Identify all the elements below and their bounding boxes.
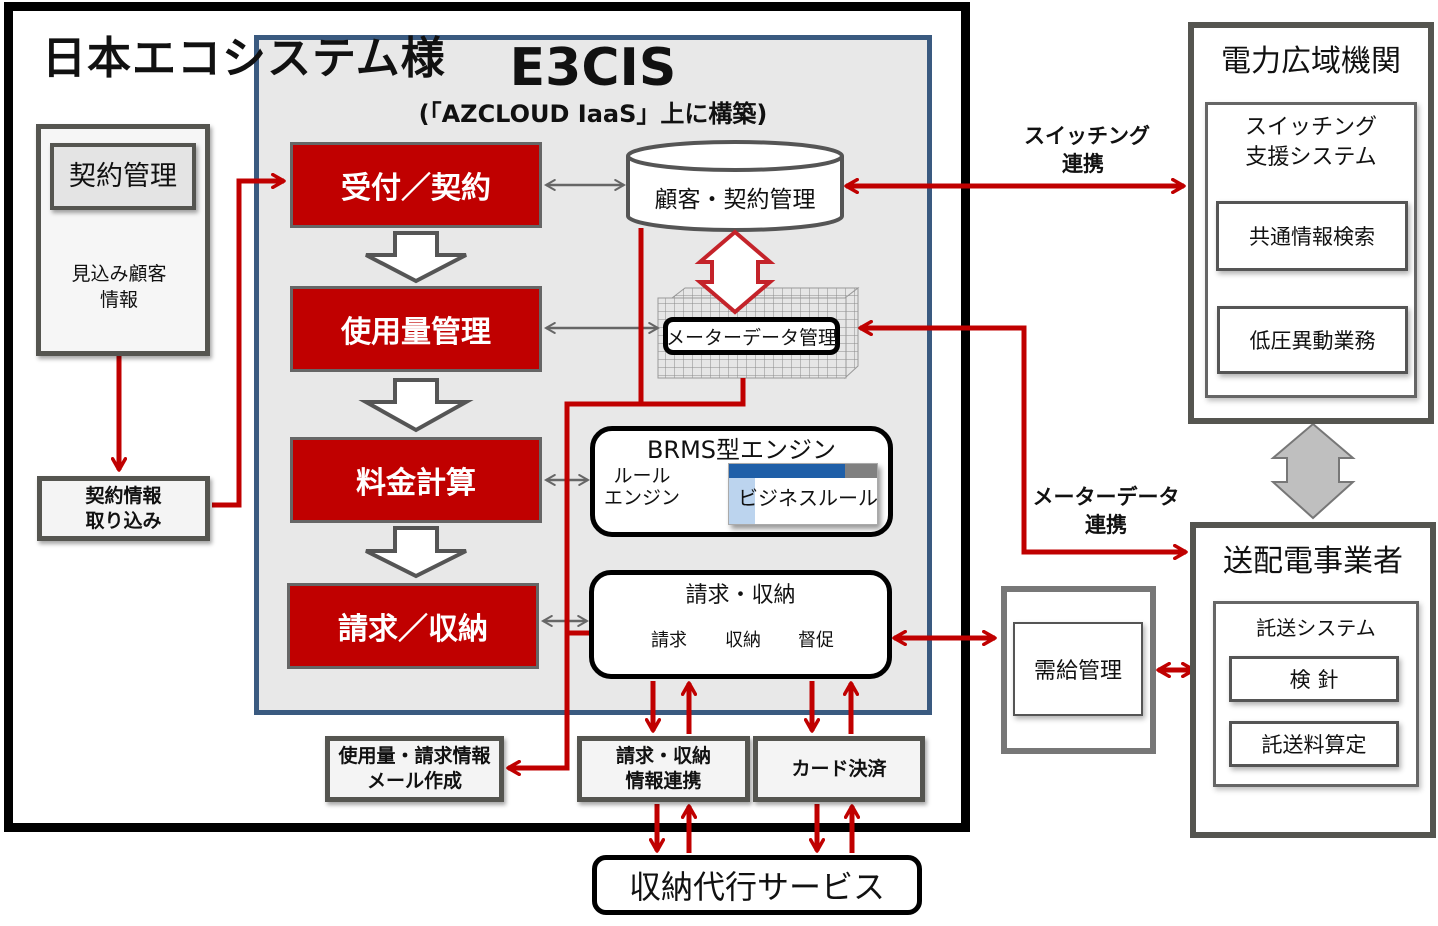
meter-data-mgmt[interactable]: メーターデータ管理	[663, 317, 840, 355]
prospect-db-line1: 見込み顧客	[71, 263, 167, 285]
switching-link-line1: スイッチング	[1024, 124, 1150, 148]
wheeling-system-label: 託送システム	[1256, 616, 1376, 640]
billing-collection-title: 請求・収納	[685, 583, 796, 608]
low-voltage-transfer[interactable]: 低圧異動業務	[1217, 306, 1408, 374]
meter-link-line1: メーターデータ	[1032, 485, 1180, 509]
billing-collection-link[interactable]: 請求・収納 情報連携	[577, 736, 750, 802]
db-billing-label: 請求	[651, 630, 687, 651]
process-label: 受付／契約	[341, 171, 491, 206]
e3cis-title: E3CIS	[509, 38, 677, 98]
rule-engine-line1: ルール	[613, 465, 671, 487]
prospect-db-line2: 情報	[99, 288, 138, 311]
process-usage-mgmt[interactable]: 使用量管理	[290, 286, 542, 372]
db-dunning-label: 督促	[798, 630, 834, 651]
prospect-db-label: 見込み顧客 情報	[52, 262, 186, 313]
switching-line2: 支援システム	[1245, 144, 1377, 170]
billing-link-line2: 情報連携	[625, 770, 702, 792]
wheeling-fee-calc[interactable]: 託送料算定	[1229, 721, 1399, 767]
e3cis-subtitle: (「AZCLOUD IaaS」上に構築)	[418, 100, 768, 128]
occto-title: 電力広域機関	[1221, 44, 1401, 79]
usage-billing-mail-creation[interactable]: 使用量・請求情報 メール作成	[325, 736, 504, 802]
process-label: 料金計算	[356, 466, 476, 501]
switching-line1: スイッチング	[1244, 115, 1377, 140]
table-header	[729, 464, 877, 478]
payment-agency-service[interactable]: 収納代行サービス	[592, 855, 922, 915]
company-title: 日本エコシステム様	[42, 33, 446, 84]
switching-link-label: スイッチング 連携	[1024, 122, 1150, 179]
contract-mgmt-label[interactable]: 契約管理	[50, 143, 196, 210]
process-billing-collection[interactable]: 請求／収納	[287, 583, 539, 669]
mail-line2: メール作成	[366, 770, 462, 792]
meter-link-label: メーターデータ 連携	[1030, 483, 1182, 540]
tso-title: 送配電事業者	[1223, 544, 1403, 579]
import-line1: 契約情報	[85, 484, 162, 507]
process-label: 請求／収納	[338, 612, 488, 647]
supply-demand-mgmt[interactable]: 需給管理	[1013, 622, 1143, 716]
brms-title: BRMS型エンジン	[646, 436, 837, 464]
switching-support-label: スイッチング 支援システム	[1208, 113, 1414, 172]
mail-line1: 使用量・請求情報	[338, 745, 491, 768]
card-payment[interactable]: カード決済	[753, 736, 925, 802]
meter-reading[interactable]: 検 針	[1229, 656, 1399, 702]
contract-info-import[interactable]: 契約情報 取り込み	[37, 476, 210, 541]
process-rate-calc[interactable]: 料金計算	[290, 437, 542, 523]
billing-link-line1: 請求・収納	[615, 745, 711, 768]
occto-tso-block-arrow	[1270, 422, 1356, 520]
switching-link-line2: 連携	[1062, 152, 1104, 177]
meter-link-line2: 連携	[1085, 513, 1127, 538]
business-rule-label: ビジネスルール	[738, 486, 878, 510]
process-reception-contract[interactable]: 受付／契約	[290, 142, 542, 228]
rule-engine-label: ルール エンジン	[604, 465, 681, 510]
common-info-search[interactable]: 共通情報検索	[1216, 201, 1408, 271]
import-line2: 取り込み	[85, 509, 162, 532]
customer-contract-db-label: 顧客・契約管理	[654, 187, 816, 213]
process-label: 使用量管理	[341, 315, 491, 350]
rule-engine-line2: エンジン	[604, 486, 681, 509]
db-collection-label: 収納	[725, 630, 761, 651]
